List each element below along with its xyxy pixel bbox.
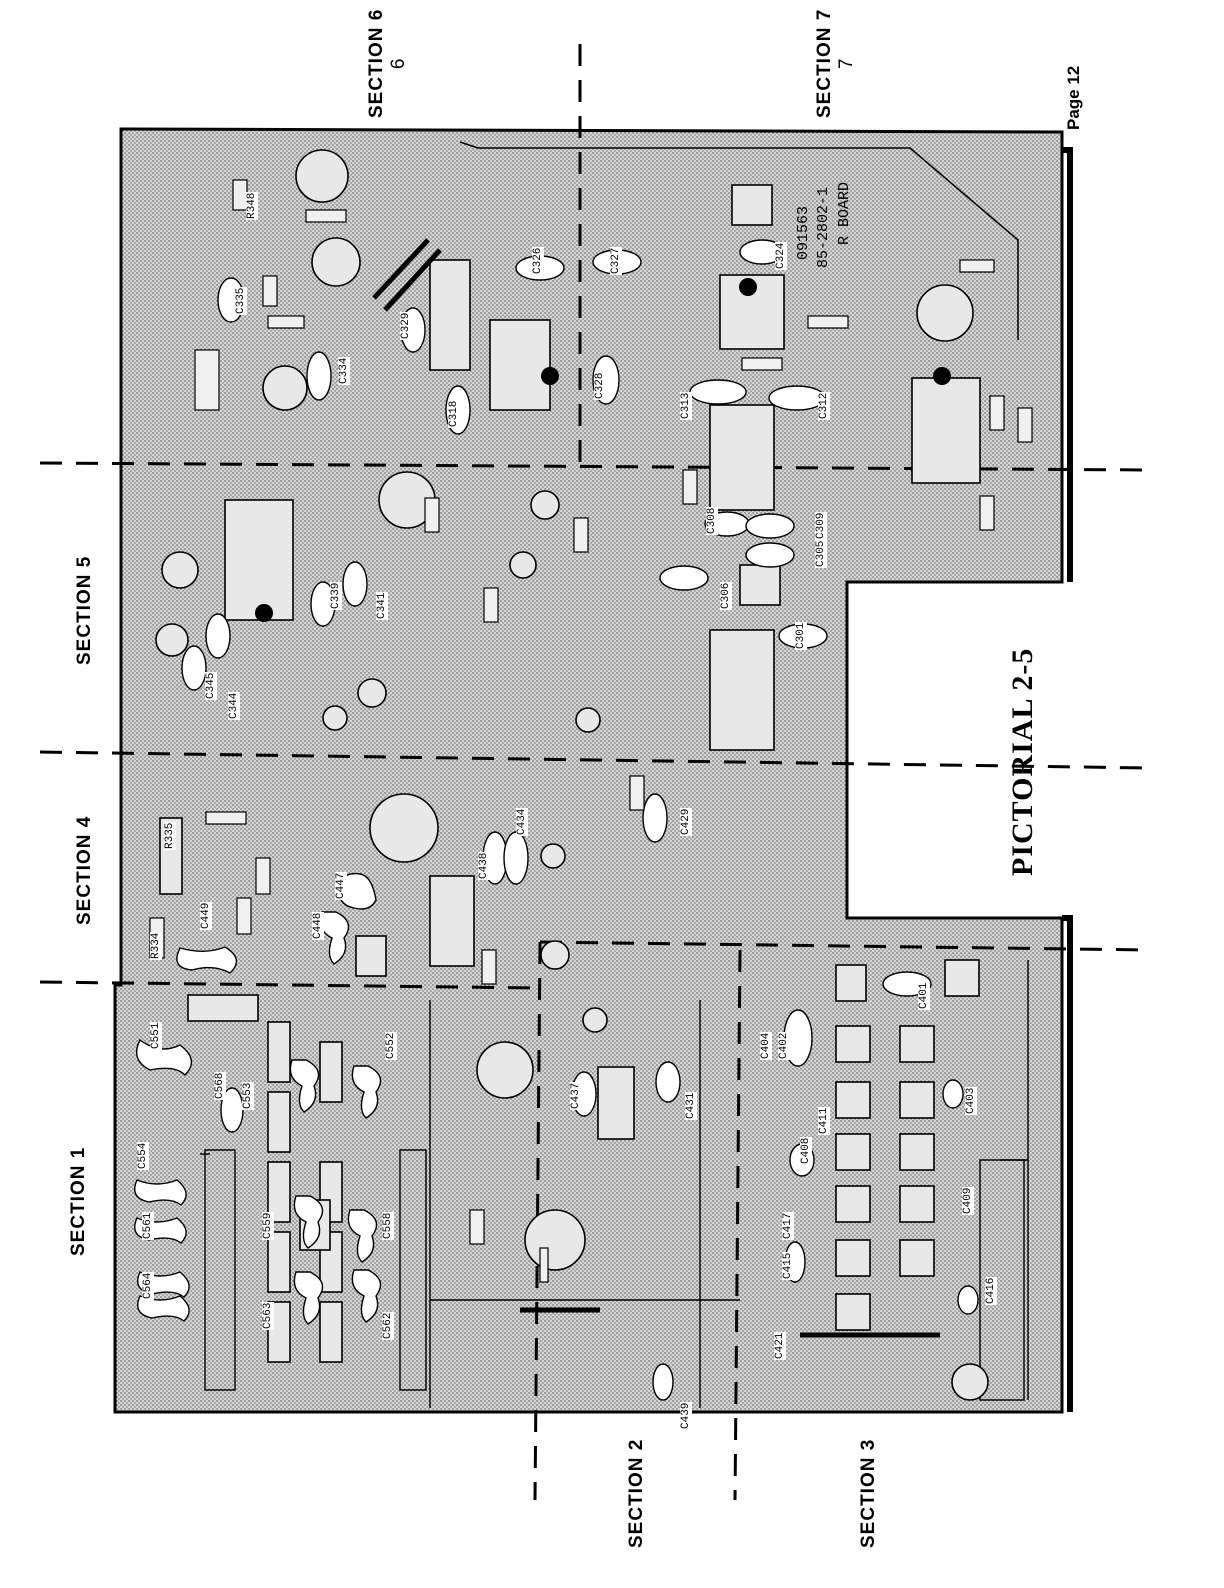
component-label: C421 [774, 1331, 786, 1360]
board-outline-shadow [1062, 147, 1073, 1412]
component-label: C448 [312, 911, 324, 940]
jumpers [372, 238, 940, 1338]
component-label: C411 [818, 1106, 830, 1135]
capacitor-pairs [134, 872, 382, 1325]
section-6-title: SECTION 6 [366, 8, 387, 118]
section-1-label: SECTION 1 [68, 1146, 89, 1256]
component-label: C309 [815, 511, 827, 540]
sub-board-rails [200, 960, 1029, 1408]
section-4-label: SECTION 4 [74, 815, 95, 925]
component-label: C345 [205, 671, 217, 700]
component-label: C554 [137, 1141, 149, 1170]
board-name: R BOARD [836, 181, 853, 245]
component-label: C324 [775, 241, 787, 270]
component-label: C335 [235, 286, 247, 315]
component-label: C344 [228, 691, 240, 720]
component-label: C449 [200, 901, 212, 930]
component-label: C551 [150, 1021, 162, 1050]
component-label: C301 [795, 621, 807, 650]
component-label: C318 [448, 399, 460, 428]
component-label: C564 [142, 1271, 154, 1300]
component-label: C439 [680, 1401, 692, 1430]
component-label: C416 [985, 1276, 997, 1305]
component-label: C552 [385, 1031, 397, 1060]
component-label: C306 [720, 581, 732, 610]
section-7-title: SECTION 7 [814, 8, 835, 118]
board-part-number: 85-2802-1 [815, 186, 832, 268]
board-corner-notch [459, 141, 1019, 340]
component-label: C437 [570, 1081, 582, 1110]
component-label: C326 [532, 246, 544, 275]
component-label: C561 [142, 1211, 154, 1240]
component-label: C447 [335, 871, 347, 900]
pictorial-title: PICTORIAL 2-5 [1006, 647, 1039, 876]
component-label: C305 [815, 539, 827, 568]
component-label: C328 [594, 371, 606, 400]
component-label: C327 [610, 246, 622, 275]
board-code: 091563 [795, 205, 812, 260]
section-3-label: SECTION 3 [858, 1438, 879, 1548]
component-label: C329 [400, 311, 412, 340]
section-6-number: 6 [388, 57, 409, 70]
round-components [155, 149, 989, 1401]
component-label: C568 [214, 1071, 226, 1100]
component-label: C401 [918, 981, 930, 1010]
section-6-label: SECTION 6 6 [366, 9, 410, 118]
ic-markers [255, 278, 951, 622]
component-label: C404 [760, 1031, 772, 1060]
component-blocks [159, 184, 981, 1363]
component-label: C431 [685, 1091, 697, 1120]
component-label: C339 [330, 581, 342, 610]
component-label: C558 [382, 1211, 394, 1240]
component-label: R335 [164, 821, 176, 850]
component-label: C438 [478, 851, 490, 880]
section-7-label: SECTION 7 7 [814, 9, 858, 118]
component-label: C409 [962, 1186, 974, 1215]
component-label: C403 [965, 1086, 977, 1115]
component-label: C434 [516, 807, 528, 836]
section-5-label: SECTION 5 [74, 555, 95, 665]
component-label: C415 [782, 1251, 794, 1280]
page-number: Page 12 [1064, 65, 1083, 130]
component-label: C408 [800, 1136, 812, 1165]
component-label: C429 [680, 807, 692, 836]
section-7-number: 7 [836, 57, 857, 70]
component-label: C417 [782, 1211, 794, 1240]
component-label: C562 [382, 1311, 394, 1340]
component-label: C313 [680, 391, 692, 420]
component-label: C402 [778, 1031, 790, 1060]
section-2-label: SECTION 2 [626, 1438, 647, 1548]
component-label: C563 [262, 1301, 274, 1330]
component-label: C553 [242, 1081, 254, 1110]
component-label: C308 [706, 506, 718, 535]
component-label: C334 [338, 356, 350, 385]
component-label: C341 [376, 591, 388, 620]
component-label: R348 [246, 191, 258, 220]
component-label: C312 [818, 391, 830, 420]
section-dividers [39, 44, 1151, 1501]
component-label: C559 [262, 1211, 274, 1240]
component-label: R334 [150, 931, 162, 960]
